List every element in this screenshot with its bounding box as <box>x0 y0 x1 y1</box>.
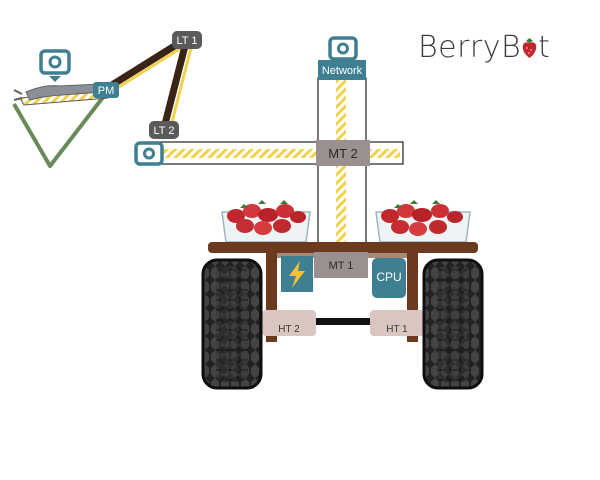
ht1-module: HT 1 <box>370 310 424 336</box>
wheel-left <box>201 258 263 390</box>
lt2-label: LT 2 <box>154 125 175 137</box>
lt1-label: LT 1 <box>177 35 198 47</box>
strawberry-icon <box>381 200 463 236</box>
camera-icon <box>134 141 164 166</box>
axle <box>232 318 456 325</box>
brand-text-a: BerryB <box>418 30 522 65</box>
strawberry-icon <box>227 200 306 235</box>
mt2-module: MT 2 <box>316 140 370 166</box>
network-label: Network <box>322 65 363 77</box>
brand-strawberry-o <box>521 32 538 58</box>
camera-icon <box>39 49 71 82</box>
lightning-icon <box>289 261 305 288</box>
ht2-module: HT 2 <box>262 310 316 336</box>
strawberry-icon <box>522 38 537 58</box>
pm-module: PM <box>93 82 119 98</box>
brand-text-b: t <box>538 30 551 65</box>
horizontal-rail: MT 2 <box>134 140 404 166</box>
strawberry-basket-right <box>375 200 471 243</box>
ht1-label: HT 1 <box>386 324 408 335</box>
pm-label: PM <box>98 85 115 97</box>
cpu-label: CPU <box>376 270 401 284</box>
platform <box>208 242 478 253</box>
lt1-module: LT 1 <box>172 31 202 49</box>
ht2-label: HT 2 <box>278 324 300 335</box>
arm-assembly: PM LT 1 LT 2 <box>12 31 202 168</box>
gripper-frame <box>12 94 106 168</box>
wheel-right <box>422 258 484 390</box>
chassis: MT 1 CPU HT 2 HT 1 <box>208 242 478 342</box>
cpu-module: CPU <box>372 258 406 298</box>
mt1-module: MT 1 <box>314 252 368 278</box>
brand-logo: BerryB t <box>418 30 550 65</box>
power-module <box>281 256 313 292</box>
strawberry-basket-left <box>221 200 311 243</box>
network-module: Network <box>318 60 366 80</box>
lt2-module: LT 2 <box>149 121 179 139</box>
mt1-label: MT 1 <box>329 260 354 272</box>
camera-icon <box>328 36 358 61</box>
mt2-label: MT 2 <box>328 146 357 161</box>
